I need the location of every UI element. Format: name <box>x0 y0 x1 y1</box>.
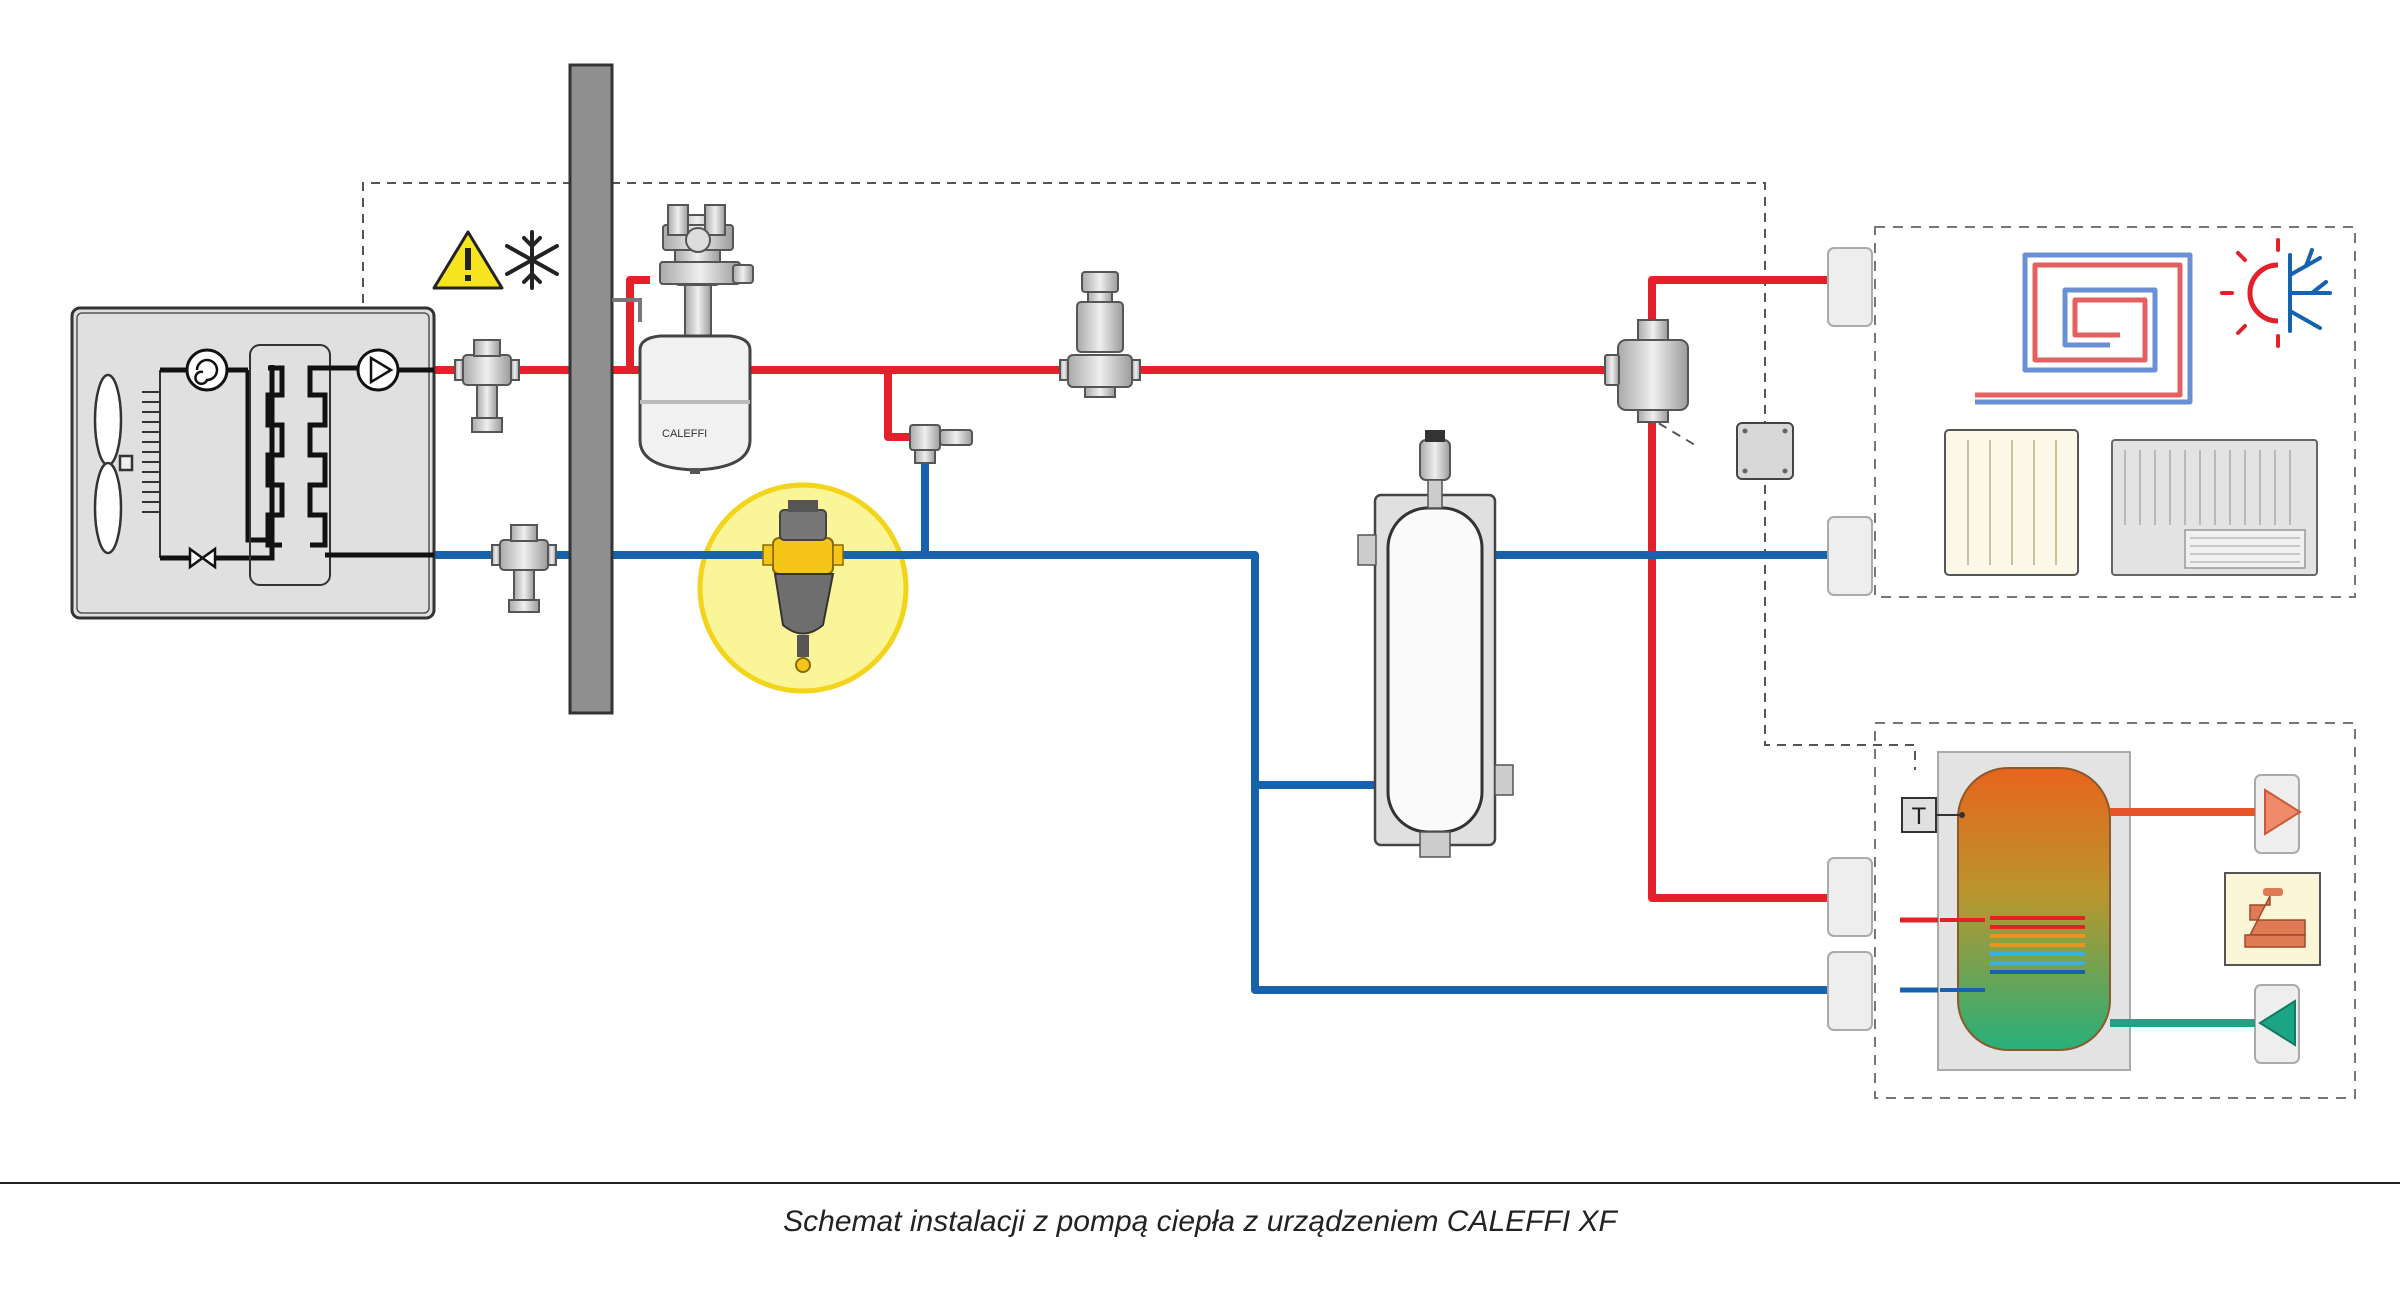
underfloor-heating-icon <box>1975 252 2193 405</box>
heat-pump-unit <box>70 306 436 620</box>
heat-exchanger-icon <box>249 344 331 586</box>
expansion-vessel: CALEFFI <box>638 334 752 474</box>
faucet-icon <box>2224 872 2321 966</box>
circulator-pump-icon <box>356 348 400 392</box>
expansion-valve-icon <box>188 546 217 570</box>
control-wiring <box>362 182 1916 770</box>
caption-divider <box>0 1182 2400 1184</box>
building-wall <box>568 63 614 715</box>
compressor-icon <box>185 348 229 392</box>
diagram-caption: Schemat instalacji z pompą ciepła z urzą… <box>783 1205 1617 1238</box>
fill-valve <box>909 424 973 464</box>
vessel-brand-label: CALEFFI <box>662 428 707 440</box>
heat-cool-icon <box>2220 238 2332 348</box>
cold-water-arrow-icon <box>2258 999 2296 1047</box>
dirt-separator <box>762 500 844 673</box>
air-separator <box>1059 271 1141 398</box>
dhw-outlet-pipes <box>2110 808 2255 1027</box>
radiator-icon <box>1944 429 2079 576</box>
supply-shutoff-valve <box>454 339 520 433</box>
fan-icon <box>93 373 134 555</box>
return-pipes <box>432 463 1828 994</box>
dhw-storage-tank <box>1937 751 2131 1071</box>
buffer-tank <box>1357 430 1514 858</box>
hot-water-arrow-icon <box>2264 788 2302 836</box>
heating-emitters-zone <box>1874 226 2356 598</box>
temperature-sensor: T <box>1901 797 1965 833</box>
fan-coil-icon <box>2111 439 2318 576</box>
snowflake-icon <box>505 230 559 290</box>
warning-icon <box>432 230 504 290</box>
diverter-valve <box>1604 319 1689 423</box>
sensor-label: T <box>1912 803 1927 830</box>
safety-group <box>612 204 754 338</box>
dhw-zone <box>1874 722 2356 1099</box>
return-shutoff-valve <box>491 524 557 613</box>
control-box <box>1736 422 1794 480</box>
